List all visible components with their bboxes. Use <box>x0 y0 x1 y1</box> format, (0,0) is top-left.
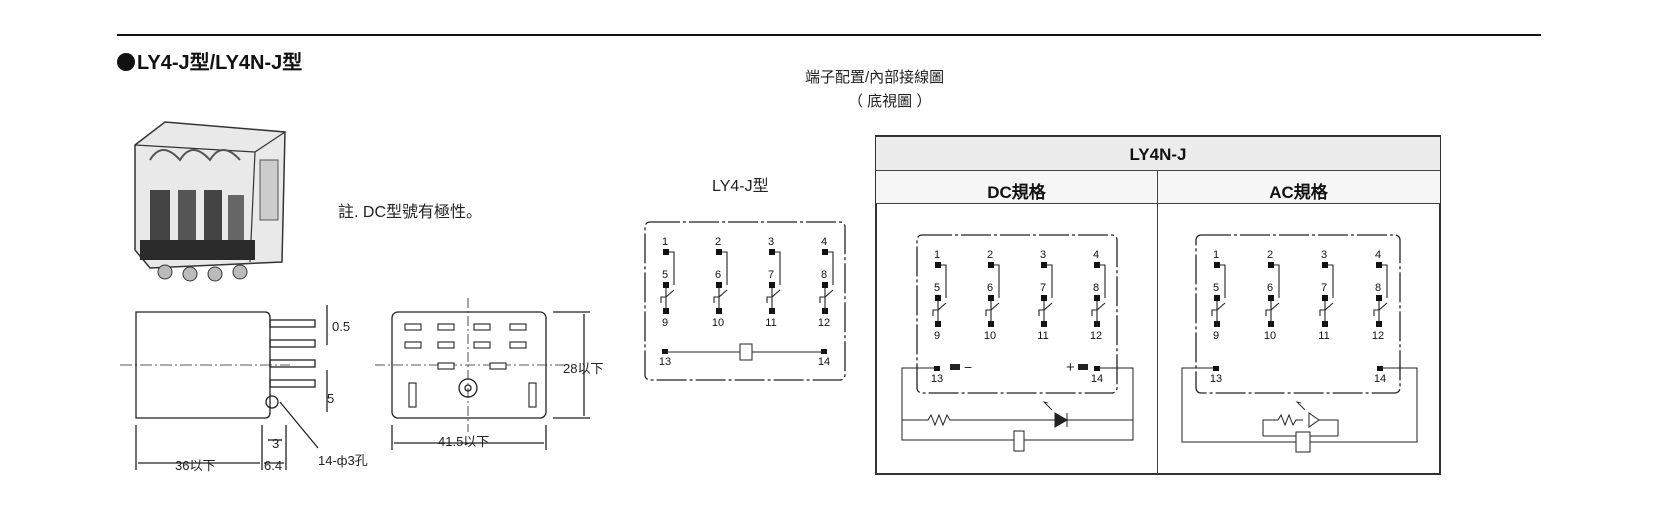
pin-label-7: 7 <box>1040 282 1046 294</box>
pin-label-12: 12 <box>1090 330 1102 342</box>
dim-28: 28以下 <box>563 361 603 376</box>
pin-label-1: 1 <box>662 236 668 248</box>
pin-label-13: 13 <box>1210 373 1222 385</box>
dim-3: 3 <box>272 436 279 451</box>
pin-label-3: 3 <box>768 236 774 248</box>
ac-column-header: AC規格 <box>1269 183 1328 202</box>
pin-label-2: 2 <box>1267 249 1273 261</box>
pin-label-3: 3 <box>1040 249 1046 261</box>
pin-label-12: 12 <box>818 317 830 329</box>
pin-label-5: 5 <box>934 282 940 294</box>
pin-label-5: 5 <box>1213 282 1219 294</box>
pin-label-8: 8 <box>821 269 827 281</box>
side-view-drawing <box>120 305 328 470</box>
pin-label-11: 11 <box>1318 330 1329 342</box>
pin-label-4: 4 <box>1093 249 1099 261</box>
ly4j-wiring-diagram: 1 5 9 2 6 10 3 7 11 4 8 12 13 14 <box>644 221 846 381</box>
ac-wiring-diagram: 1 5 9 2 6 10 3 7 11 4 8 12 13 14 <box>1181 234 1418 453</box>
dc-wiring-diagram: 1 5 9 2 6 10 3 7 11 4 8 12 13 14 <box>901 234 1134 452</box>
pin-label-10: 10 <box>712 317 724 329</box>
pin-label-6: 6 <box>1267 282 1273 294</box>
pin-label-8: 8 <box>1093 282 1099 294</box>
pin-label-2: 2 <box>715 236 721 248</box>
pin-label-7: 7 <box>768 269 774 281</box>
dim-6-4: 6.4 <box>264 458 282 473</box>
pin-label-1: 1 <box>934 249 940 261</box>
pin-label-1: 1 <box>1213 249 1219 261</box>
bottom-view-slots <box>404 323 537 408</box>
pin-label-10: 10 <box>1264 330 1276 342</box>
pin-label-3: 3 <box>1321 249 1327 261</box>
table-divider-2 <box>876 203 1440 204</box>
pin-label-7: 7 <box>1321 282 1327 294</box>
subheader-divider <box>1157 171 1158 203</box>
top-rule <box>117 34 1541 36</box>
terminal-caption-sub: （ 底視圖 ） <box>848 93 932 110</box>
ly4j-label: LY4-J型 <box>712 178 769 195</box>
pin-label-11: 11 <box>1037 330 1048 342</box>
table-subheader-bg <box>876 171 1440 203</box>
pin-label-8: 8 <box>1375 282 1381 294</box>
pin-label-10: 10 <box>984 330 996 342</box>
pin-label-13: 13 <box>659 356 671 368</box>
dim-0-5: 0.5 <box>332 319 350 334</box>
pin-label-2: 2 <box>987 249 993 261</box>
dim-hole: 14-ф3孔 <box>318 453 368 468</box>
dim-5: 5 <box>327 391 334 406</box>
pin-label-4: 4 <box>1375 249 1381 261</box>
pin-label-9: 9 <box>662 317 668 329</box>
pin-label-14: 14 <box>1374 373 1386 385</box>
pin-label-9: 9 <box>934 330 940 342</box>
relay-photo <box>134 121 286 282</box>
title-text: LY4-J型/LY4N-J型 <box>137 52 303 74</box>
terminal-caption: 端子配置/內部接線圖 <box>805 69 945 86</box>
pin-label-9: 9 <box>1213 330 1219 342</box>
pin-label-12: 12 <box>1372 330 1384 342</box>
polarity-note: 註. DC型號有極性。 <box>338 204 483 221</box>
bottom-view-drawing <box>375 298 590 450</box>
dim-41-5: 41.5以下 <box>438 434 489 449</box>
pin-label-11: 11 <box>765 317 776 329</box>
dim-36: 36以下 <box>175 458 215 473</box>
ly4nj-table <box>875 135 1441 475</box>
table-header-bg <box>876 137 1440 170</box>
pin-label-14: 14 <box>818 356 830 368</box>
dc-column-header: DC規格 <box>987 183 1046 202</box>
pin-label-13: 13 <box>931 373 943 385</box>
table-divider-1 <box>876 170 1440 171</box>
table-header: LY4N-J <box>1129 145 1187 164</box>
section-title: LY4-J型/LY4N-J型 <box>117 46 302 75</box>
table-divider-v <box>1157 171 1158 474</box>
pin-label-6: 6 <box>715 269 721 281</box>
pin-label-5: 5 <box>662 269 668 281</box>
pin-label-4: 4 <box>821 236 827 248</box>
pin-label-14: 14 <box>1091 373 1103 385</box>
dc-minus-sign: − <box>964 359 972 375</box>
pin-label-6: 6 <box>987 282 993 294</box>
dc-plus-sign: + <box>1066 359 1075 376</box>
bullet-icon <box>117 53 135 71</box>
